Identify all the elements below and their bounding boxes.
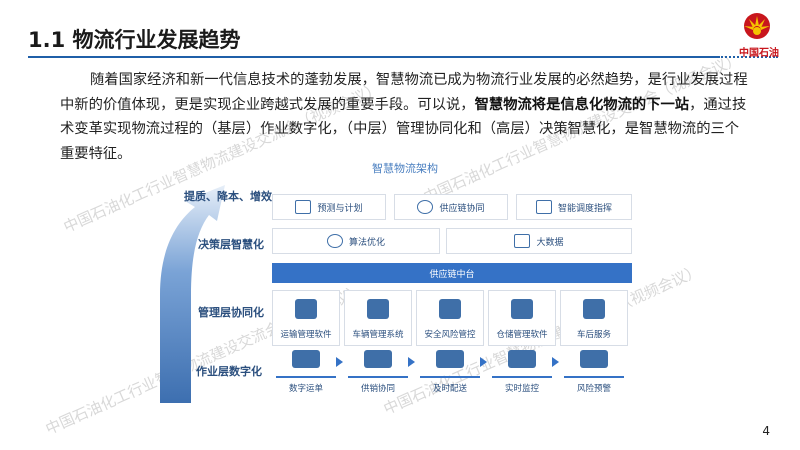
transport-mgmt-card: 运输管理软件 [272, 290, 340, 346]
clipboard-icon [295, 299, 317, 319]
card-label: 仓储管理软件 [496, 330, 548, 340]
database-icon [514, 234, 531, 248]
operation-layer-label: 作业层数字化 [196, 365, 262, 378]
vehicle-mgmt-card: 车辆管理系统 [344, 290, 412, 346]
card-label: 运输管理软件 [280, 330, 332, 340]
realtime-monitor-step: 实时监控 [488, 334, 556, 394]
box-label: 预测与计划 [317, 203, 363, 214]
paragraph-text: 随着国家经济和新一代信息技术的蓬勃发展，智慧物流已成为物流行业发展的必然趋势，是… [60, 72, 748, 113]
petrochina-logo [744, 13, 770, 39]
step-underline [492, 376, 552, 378]
arrow-right-icon [480, 357, 487, 367]
logo-text: 中国石油 [739, 48, 779, 59]
delivery-truck-icon [436, 350, 464, 368]
security-risk-card: 安全风险管控 [416, 290, 484, 346]
car-icon [367, 299, 389, 319]
document-icon [535, 200, 552, 214]
page-number: 4 [762, 424, 770, 438]
timely-delivery-step: 及时配送 [416, 334, 484, 394]
supply-chain-collab-box: 供应链协同 [394, 194, 508, 220]
box-label: 算法优化 [348, 237, 385, 248]
step-label: 风险预警 [576, 384, 611, 394]
algorithm-box: 算法优化 [272, 228, 440, 254]
warehouse-mgmt-card: 仓储管理软件 [488, 290, 556, 346]
step-label: 及时配送 [432, 384, 467, 394]
chart-icon [295, 200, 312, 214]
after-sales-card: 车后服务 [560, 290, 628, 346]
step-label: 数字运单 [288, 384, 323, 394]
tools-icon [583, 299, 605, 319]
step-underline [348, 376, 408, 378]
page-title: 1.1 物流行业发展趋势 [28, 28, 241, 52]
supply-sales-step: 供销协同 [344, 334, 412, 394]
big-data-box: 大数据 [446, 228, 632, 254]
management-layer-label: 管理层协同化 [198, 306, 264, 319]
title-underline [28, 56, 718, 58]
warehouse-icon [511, 299, 533, 319]
growth-arrow-icon [160, 185, 225, 403]
step-label: 供销协同 [360, 384, 395, 394]
risk-warning-step: 风险预警 [560, 334, 628, 394]
step-label: 实时监控 [504, 384, 539, 394]
step-underline [420, 376, 480, 378]
step-underline [276, 376, 336, 378]
warning-truck-icon [580, 350, 608, 368]
card-label: 车辆管理系统 [352, 330, 404, 340]
arrow-right-icon [408, 357, 415, 367]
arrow-right-icon [336, 357, 343, 367]
lock-icon [439, 299, 461, 319]
smart-dispatch-box: 智能调度指挥 [516, 194, 632, 220]
goal-label: 提质、降本、增效 [184, 190, 272, 203]
network-icon [417, 200, 434, 214]
arrow-right-icon [552, 357, 559, 367]
diagram-title: 智慧物流架构 [372, 162, 438, 175]
body-paragraph: 随着国家经济和新一代信息技术的蓬勃发展，智慧物流已成为物流行业发展的必然趋势，是… [60, 68, 750, 166]
box-label: 大数据 [536, 237, 564, 248]
digital-waybill-step: 数字运单 [272, 334, 340, 394]
paragraph-text-end: ，通过技术变革实现物流过程的（基层）作业数字化，（中层）管理协同化和（高层）决策… [60, 96, 747, 162]
box-label: 智能调度指挥 [557, 203, 612, 214]
card-label: 安全风险管控 [424, 330, 476, 340]
atom-icon [326, 234, 343, 248]
title-underline-dashed [718, 56, 778, 58]
forecast-plan-box: 预测与计划 [272, 194, 386, 220]
decision-layer-label: 决策层智慧化 [198, 238, 264, 251]
waybill-truck-icon [292, 350, 320, 368]
collaboration-icon [364, 350, 392, 368]
monitor-icon [508, 350, 536, 368]
step-underline [564, 376, 624, 378]
card-label: 车后服务 [576, 330, 611, 340]
paragraph-bold-text: 智慧物流将是信息化物流的下一站 [474, 96, 690, 113]
box-label: 供应链协同 [439, 203, 485, 214]
supply-chain-platform-band: 供应链中台 [272, 263, 632, 283]
